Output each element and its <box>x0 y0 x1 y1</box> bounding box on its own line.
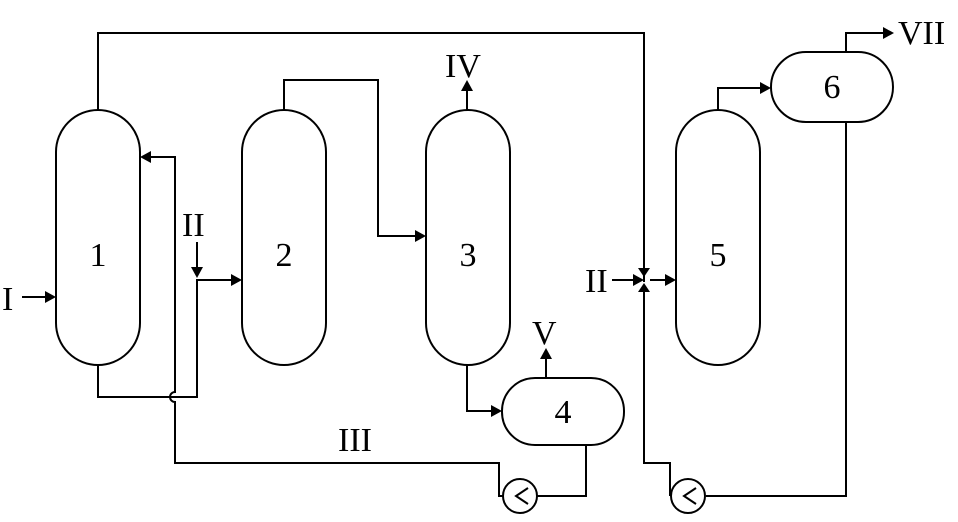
pump-left-chevron <box>514 487 529 505</box>
column-3 <box>425 109 511 366</box>
arrow-into-6 <box>760 82 771 94</box>
line-1-bottom-to-2 <box>97 279 236 398</box>
unit-4-number: 4 <box>555 394 572 431</box>
stream-III-label: III <box>338 422 372 459</box>
stream-VII-label: VII <box>898 15 945 52</box>
pump-right <box>670 478 706 514</box>
line-2-top-to-3 <box>283 79 420 237</box>
line-3-bottom-to-4 <box>466 365 496 412</box>
arrow-into-4 <box>491 405 502 417</box>
stream-I-label: I <box>2 281 13 318</box>
pump-right-chevron <box>682 487 697 505</box>
line-pump-right-to-mixer <box>643 288 671 496</box>
column-5 <box>675 109 761 366</box>
unit-3-number: 3 <box>460 237 477 274</box>
arrow-mixer-down <box>638 283 650 292</box>
column-2 <box>241 109 327 366</box>
arrow-I-into-1 <box>45 291 56 303</box>
separator-6 <box>770 51 894 123</box>
pump-left <box>502 478 538 514</box>
unit-2-number: 2 <box>276 237 293 274</box>
line-III-recycle <box>148 156 506 497</box>
unit-1-number: 1 <box>90 237 107 274</box>
arrow-into-5 <box>665 274 676 286</box>
line-6-to-pump-right <box>706 122 847 497</box>
stream-II-right-label: II <box>585 263 608 300</box>
separator-4 <box>501 377 625 446</box>
stream-IV-label: IV <box>445 48 481 85</box>
arrow-into-2 <box>231 274 242 286</box>
line-4-to-pump-left <box>536 445 587 497</box>
arrow-II-right-in <box>633 274 644 286</box>
arrow-VII-out <box>883 27 894 39</box>
column-1 <box>55 109 141 366</box>
line-5-top-to-6 <box>717 87 765 110</box>
unit-6-number: 6 <box>824 69 841 106</box>
arrow-II-down <box>191 267 203 278</box>
arrow-III-into-1 <box>140 151 151 163</box>
stream-V-label: V <box>532 315 557 352</box>
line-top-recycle <box>97 32 645 282</box>
unit-5-number: 5 <box>710 237 727 274</box>
arrow-mixer-up <box>638 268 650 277</box>
arrow-V-up <box>540 348 552 359</box>
stream-II-left-label: II <box>182 207 205 244</box>
arrow-IV-up <box>461 80 473 91</box>
line-VII-outlet <box>845 32 884 52</box>
arrow-into-3 <box>415 230 426 242</box>
